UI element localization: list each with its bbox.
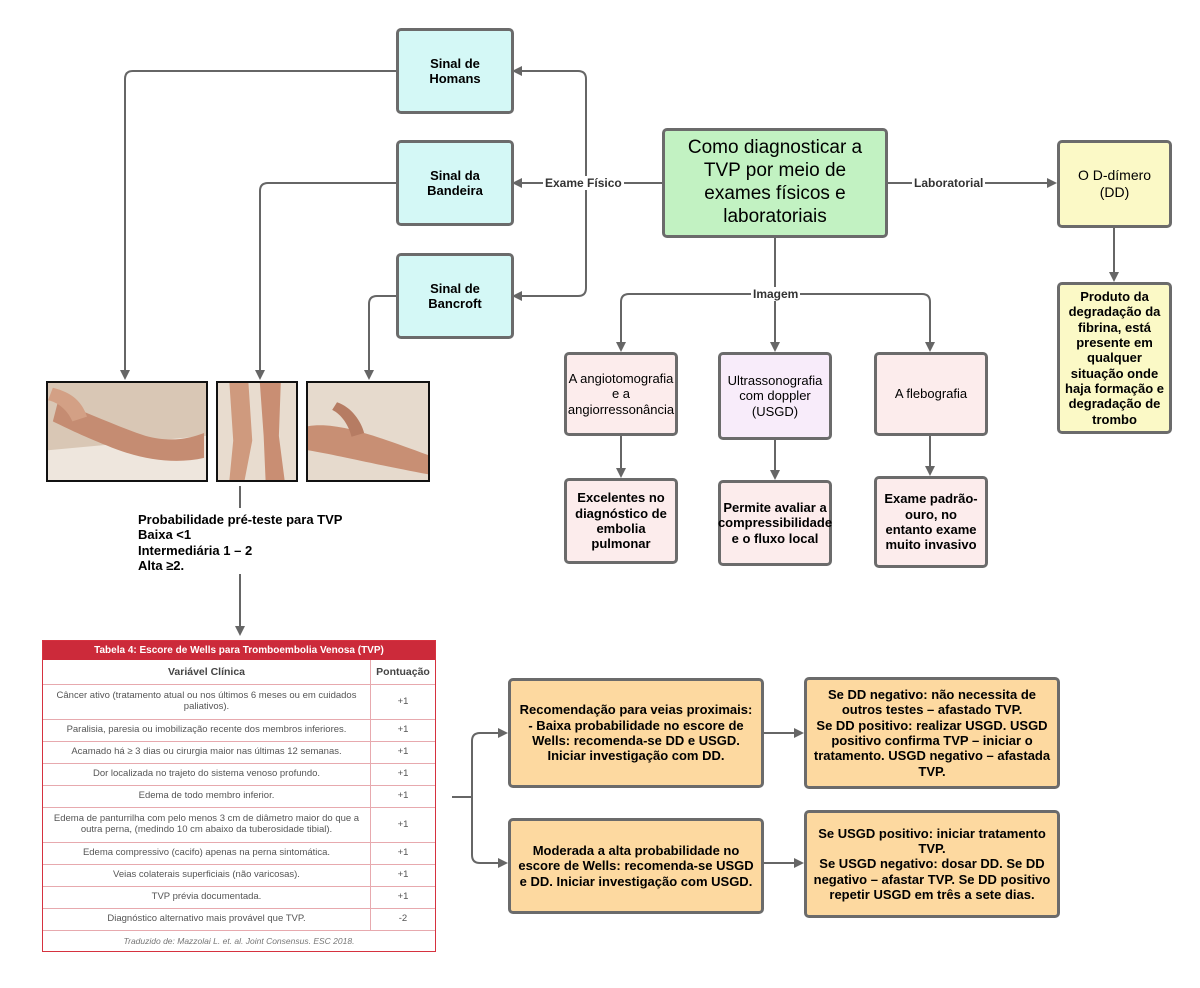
table-cell-variable: Paralisia, paresia ou imobilização recen… [43, 719, 371, 742]
center-node-text: Como diagnosticar a TVP por meio de exam… [687, 137, 863, 227]
table-row: Diagnóstico alternativo mais provável qu… [43, 908, 435, 931]
node-d-dimero-text: O D-dímero (DD) [1077, 167, 1152, 200]
table-row: TVP prévia documentada.+1 [43, 886, 435, 909]
photo-bancroft-sign [306, 381, 430, 482]
center-node[interactable]: Como diagnosticar a TVP por meio de exam… [662, 128, 888, 238]
photo-bandeira-sign [216, 381, 298, 482]
node-angio-desc-text: Excelentes no diagnóstico de embolia pul… [575, 490, 667, 552]
table-cell-points: +1 [370, 785, 435, 808]
table-cell-points: +1 [370, 763, 435, 786]
pretest-probability-low: Baixa <1 [138, 527, 192, 543]
table-cell-variable: Edema de todo membro inferior. [43, 785, 371, 808]
table-row: Veias colaterais superficiais (não varic… [43, 864, 435, 887]
label-laboratorial: Laboratorial [912, 176, 986, 190]
node-ultrassonografia[interactable]: Ultrassonografia com doppler (USGD) [718, 352, 832, 440]
pretest-probability-high: Alta ≥2. [138, 557, 185, 573]
node-usgd-desc-text: Permite avaliar a compressibilidade e o … [717, 500, 833, 546]
table-row: Edema de panturrilha com pelo menos 3 cm… [43, 807, 435, 843]
wells-score-table: Tabela 4: Escore de Wells para Tromboemb… [42, 640, 436, 952]
table-cell-variable: Acamado há ≥ 3 dias ou cirurgia maior na… [43, 741, 371, 764]
node-low-probability-text: Recomendação para veias proximais: - Bai… [519, 702, 753, 764]
node-angio-desc[interactable]: Excelentes no diagnóstico de embolia pul… [564, 478, 678, 564]
table-row: Câncer ativo (tratamento atual ou nos úl… [43, 684, 435, 720]
col-variable: Variável Clínica [43, 660, 371, 685]
col-points: Pontuação [370, 660, 435, 685]
pretest-probability-mid: Intermediária 1 – 2 [138, 542, 253, 558]
photo-homans-sign [46, 381, 208, 482]
node-high-probability-text: Moderada a alta probabilidade no escore … [518, 843, 754, 889]
node-flebo-desc-text: Exame padrão-ouro, no entanto exame muit… [884, 491, 978, 553]
node-sinal-bandeira[interactable]: Sinal da Bandeira [396, 140, 514, 226]
wells-table-source: Traduzido de: Mazzolai L. et. al. Joint … [123, 936, 355, 946]
node-sinal-homans-text: Sinal de Homans [429, 55, 481, 86]
table-cell-points: +1 [370, 719, 435, 742]
node-flebografia[interactable]: A flebografia [874, 352, 988, 436]
label-exame-fisico: Exame Físico [543, 176, 624, 190]
node-sinal-homans[interactable]: Sinal de Homans [396, 28, 514, 114]
table-cell-variable: Veias colaterais superficiais (não varic… [43, 864, 371, 887]
table-cell-points: +1 [370, 684, 435, 720]
table-row: Dor localizada no trajeto do sistema ven… [43, 763, 435, 786]
node-sinal-bandeira-text: Sinal da Bandeira [427, 167, 483, 198]
table-cell-variable: TVP prévia documentada. [43, 886, 371, 909]
table-cell-points: +1 [370, 807, 435, 843]
node-flebo-desc[interactable]: Exame padrão-ouro, no entanto exame muit… [874, 476, 988, 568]
node-angiotomografia[interactable]: A angiotomografia e a angiorressonância [564, 352, 678, 436]
node-usgd-desc[interactable]: Permite avaliar a compressibilidade e o … [718, 480, 832, 566]
wells-table-title: Tabela 4: Escore de Wells para Tromboemb… [43, 641, 435, 660]
node-d-dimero[interactable]: O D-dímero (DD) [1057, 140, 1172, 228]
table-cell-variable: Dor localizada no trajeto do sistema ven… [43, 763, 371, 786]
node-d-dimero-desc[interactable]: Produto da degradação da fibrina, está p… [1057, 282, 1172, 434]
table-row: Edema compressivo (cacifo) apenas na per… [43, 842, 435, 865]
table-row: Acamado há ≥ 3 dias ou cirurgia maior na… [43, 741, 435, 764]
table-header-row: Variável Clínica Pontuação [43, 660, 435, 685]
node-angiotomografia-text: A angiotomografia e a angiorressonância [567, 371, 675, 417]
table-cell-points: +1 [370, 864, 435, 887]
table-cell-variable: Edema compressivo (cacifo) apenas na per… [43, 842, 371, 865]
table-cell-points: +1 [370, 741, 435, 764]
pretest-probability: Probabilidade pré-teste para TVP Baixa <… [138, 512, 342, 573]
table-cell-variable: Câncer ativo (tratamento atual ou nos úl… [43, 684, 371, 720]
table-cell-points: -2 [370, 908, 435, 931]
node-flebografia-text: A flebografia [894, 386, 968, 402]
wells-table: Variável Clínica Pontuação Câncer ativo … [43, 660, 435, 931]
node-high-probability-next-text: Se USGD positivo: iniciar tratamento TVP… [813, 825, 1051, 902]
table-cell-points: +1 [370, 842, 435, 865]
table-row: Paralisia, paresia ou imobilização recen… [43, 719, 435, 742]
table-cell-variable: Diagnóstico alternativo mais provável qu… [43, 908, 371, 931]
node-sinal-bancroft-text: Sinal de Bancroft [428, 280, 482, 311]
table-cell-variable: Edema de panturrilha com pelo menos 3 cm… [43, 807, 371, 843]
table-cell-points: +1 [370, 886, 435, 909]
node-low-probability-next-text: Se DD negativo: não necessita de outros … [813, 687, 1051, 779]
node-sinal-bancroft[interactable]: Sinal de Bancroft [396, 253, 514, 339]
label-imagem: Imagem [751, 287, 801, 301]
node-low-probability[interactable]: Recomendação para veias proximais: - Bai… [508, 678, 764, 788]
node-low-probability-next[interactable]: Se DD negativo: não necessita de outros … [804, 677, 1060, 789]
pretest-probability-title: Probabilidade pré-teste para TVP [138, 512, 343, 527]
table-row: Edema de todo membro inferior.+1 [43, 785, 435, 808]
node-ultrassonografia-text: Ultrassonografia com doppler (USGD) [727, 373, 823, 419]
node-d-dimero-desc-text: Produto da degradação da fibrina, está p… [1065, 289, 1164, 427]
node-high-probability[interactable]: Moderada a alta probabilidade no escore … [508, 818, 764, 914]
node-high-probability-next[interactable]: Se USGD positivo: iniciar tratamento TVP… [804, 810, 1060, 918]
